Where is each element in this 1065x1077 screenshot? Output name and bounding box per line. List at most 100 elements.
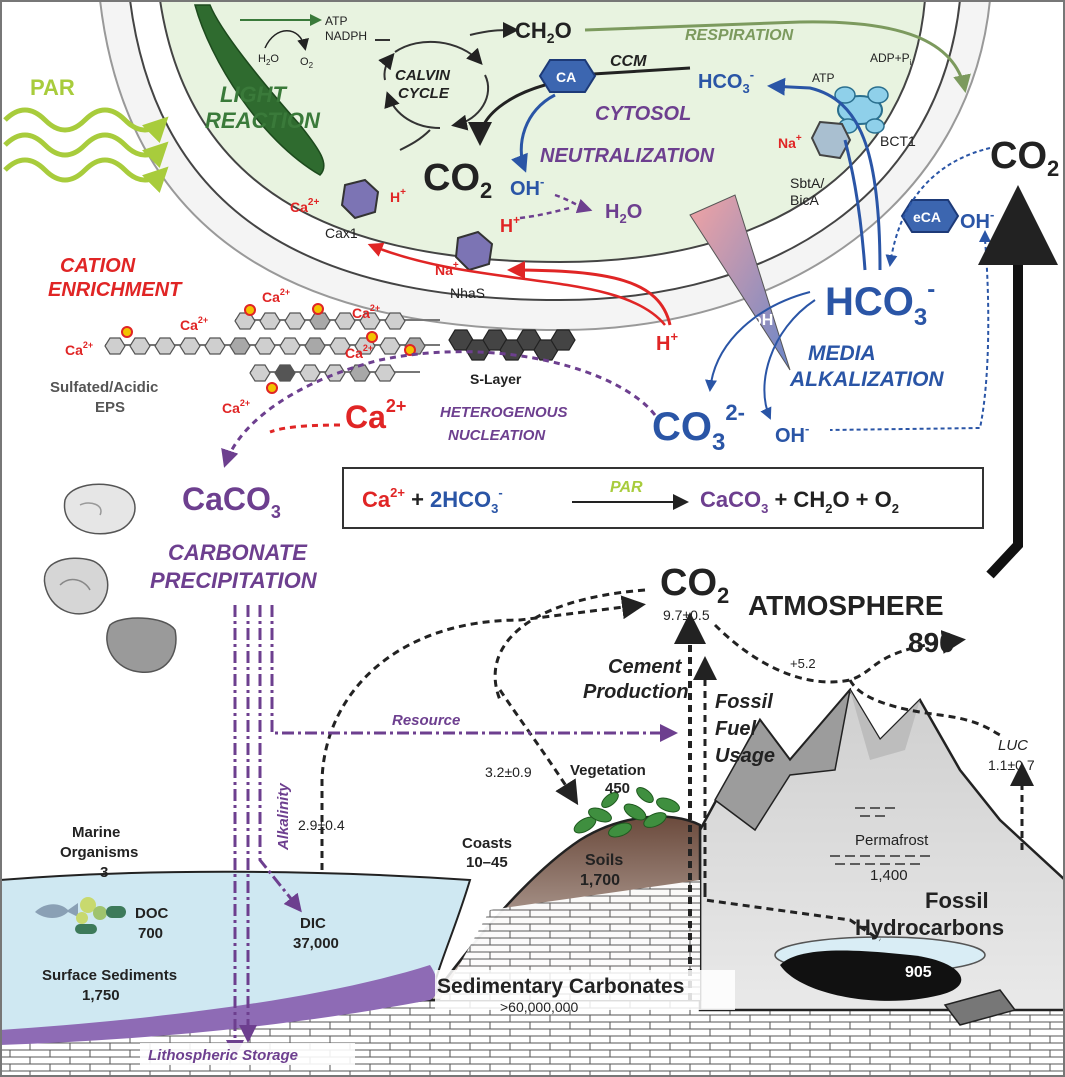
- light-reaction-label-2: REACTION: [205, 108, 321, 133]
- sedimentary-carbonates-label: Sedimentary Carbonates: [437, 975, 684, 998]
- light-reaction-label-1: LIGHT: [220, 82, 288, 107]
- dic-label: DIC: [300, 915, 326, 932]
- na-sbta-label: Na+: [778, 133, 802, 151]
- ch2o-label: CH2O: [515, 18, 572, 46]
- vegetation-value: 450: [605, 780, 630, 797]
- ca-label: CA: [556, 69, 576, 85]
- ca-eps-3: Ca2+: [262, 287, 290, 305]
- ca-eps-6: Ca2+: [222, 398, 250, 416]
- sbta-label-2: BicA: [790, 192, 819, 208]
- eps-label-2: EPS: [95, 399, 125, 416]
- coasts-label: Coasts: [462, 835, 512, 852]
- atmosphere-label: ATMOSPHERE: [748, 590, 944, 621]
- h-outside-label: H+: [656, 329, 678, 355]
- adp-pi-label: ADP+Pi: [870, 51, 912, 67]
- fossil-fuel-label-1: Fossil: [715, 691, 773, 713]
- hco3-cell-label: HCO3-: [698, 67, 754, 96]
- atp-bct1-label: ATP: [812, 71, 834, 85]
- marine-label-2: Organisms: [60, 844, 138, 861]
- eca-label: eCA: [913, 209, 941, 225]
- par-label: PAR: [30, 75, 75, 100]
- h-cax1-label: H+: [390, 187, 406, 205]
- respiration-label: RESPIRATION: [685, 27, 794, 44]
- equation-text: Ca2+ + 2HCO3-: [362, 485, 503, 516]
- carbonate-minerals: [43, 483, 177, 673]
- cax1-transporter: [340, 178, 380, 220]
- fossil-fuel-label-3: Usage: [715, 745, 775, 767]
- sbta-bica-transporter: [810, 120, 852, 160]
- atmosphere-increase: +5.2: [790, 656, 816, 671]
- media-label-2: ALKALIZATION: [789, 368, 944, 391]
- nhas-label: NhaS: [450, 285, 485, 301]
- calvin-cycle: [375, 22, 519, 151]
- sbta-label-1: SbtA/: [790, 175, 824, 191]
- co3-label: CO32-: [652, 400, 745, 456]
- fossil-hc-label-1: Fossil: [925, 888, 989, 913]
- surface-sediments-value: 1,750: [82, 987, 120, 1004]
- s-layer: [448, 329, 576, 361]
- doc-value: 700: [138, 925, 163, 942]
- cytosol-label-1: CYTOSOL: [595, 103, 691, 125]
- vegetation-flux: 3.2±0.9: [485, 764, 532, 780]
- equation-products: CaCO3 + CH2O + O2: [700, 487, 899, 516]
- heterogenous-label-2: NUCLEATION: [448, 427, 546, 444]
- cytosol-label-2: NEUTRALIZATION: [540, 145, 715, 167]
- vegetation-label: Vegetation: [570, 762, 646, 779]
- alkalinity-label: Alkalinity: [275, 783, 292, 851]
- h2o-label: H2O: [258, 53, 279, 67]
- co2-cell-label: CO2: [423, 157, 492, 203]
- s-layer-label: S-Layer: [470, 371, 522, 387]
- coasts-value: 10–45: [466, 854, 508, 871]
- cement-label-2: Production: [583, 681, 689, 703]
- calvin-label-1: CALVIN: [395, 67, 451, 84]
- equation-par: PAR: [610, 479, 643, 496]
- fossil-hc-label-2: Hydrocarbons: [855, 915, 1004, 940]
- h2o-product-label: H2O: [605, 201, 642, 226]
- ca-eps-4: Ca2+: [352, 303, 380, 321]
- cement-label-1: Cement: [608, 656, 683, 678]
- ccm-label: CCM: [610, 53, 647, 70]
- dic-value: 37,000: [293, 935, 339, 952]
- permafrost-label: Permafrost: [855, 832, 929, 849]
- carbonate-label-1: CARBONATE: [168, 540, 308, 565]
- overall-reaction-equation-box: [342, 467, 984, 529]
- o2-label: O2: [300, 56, 314, 70]
- surface-sediment-layer: [0, 965, 438, 1045]
- nadph-label: NADPH: [325, 29, 367, 43]
- sulfated-eps-chain: [104, 303, 440, 394]
- external-carbonic-anhydrase: [900, 199, 960, 233]
- sedimentary-carbonates-value: >60,000,000: [500, 999, 578, 1015]
- par-light-waves: [3, 107, 169, 193]
- ca-big-label: Ca2+: [345, 396, 406, 435]
- permafrost-hatching: [830, 807, 930, 865]
- permafrost-value: 1,400: [870, 867, 908, 884]
- soils-label: Soils: [585, 852, 623, 869]
- fossil-hc-value: 905: [905, 964, 932, 981]
- atp-label: ATP: [325, 14, 347, 28]
- cation-label-2: ENRICHMENT: [48, 279, 183, 301]
- bct1-transporter: [834, 86, 889, 134]
- carbonate-label-2: PRECIPITATION: [150, 568, 318, 593]
- resource-label: Resource: [392, 712, 460, 729]
- co2-cycle-label: CO2: [660, 562, 729, 608]
- bct1-label: BCT1: [880, 133, 916, 149]
- marine-value: 3: [100, 864, 108, 881]
- ca-eps-5: Ca2+: [345, 343, 373, 361]
- caco3-label: CaCO3: [182, 481, 281, 522]
- oh-right-label: OH-: [960, 207, 994, 233]
- marine-label-1: Marine: [72, 824, 120, 841]
- heterogenous-label-1: HETEROGENOUS: [440, 404, 568, 421]
- doc-label: DOC: [135, 905, 169, 922]
- luc-label: LUC: [998, 737, 1028, 754]
- luc-value: 1.1±0.7: [988, 757, 1035, 773]
- co2-flux-label: 9.7±0.5: [663, 607, 710, 623]
- media-label-1: MEDIA: [808, 342, 876, 365]
- oh-low-label: OH-: [775, 421, 809, 447]
- carbonic-anhydrase-enzyme: [538, 59, 597, 93]
- surface-sediments-label: Surface Sediments: [42, 967, 177, 984]
- ph-gradient-wedge: [689, 194, 791, 371]
- ph-label: pH: [752, 312, 773, 329]
- ca-eps-1: Ca2+: [65, 340, 93, 358]
- oil-deposit: [780, 950, 962, 1001]
- ca-eps-2: Ca2+: [180, 315, 208, 333]
